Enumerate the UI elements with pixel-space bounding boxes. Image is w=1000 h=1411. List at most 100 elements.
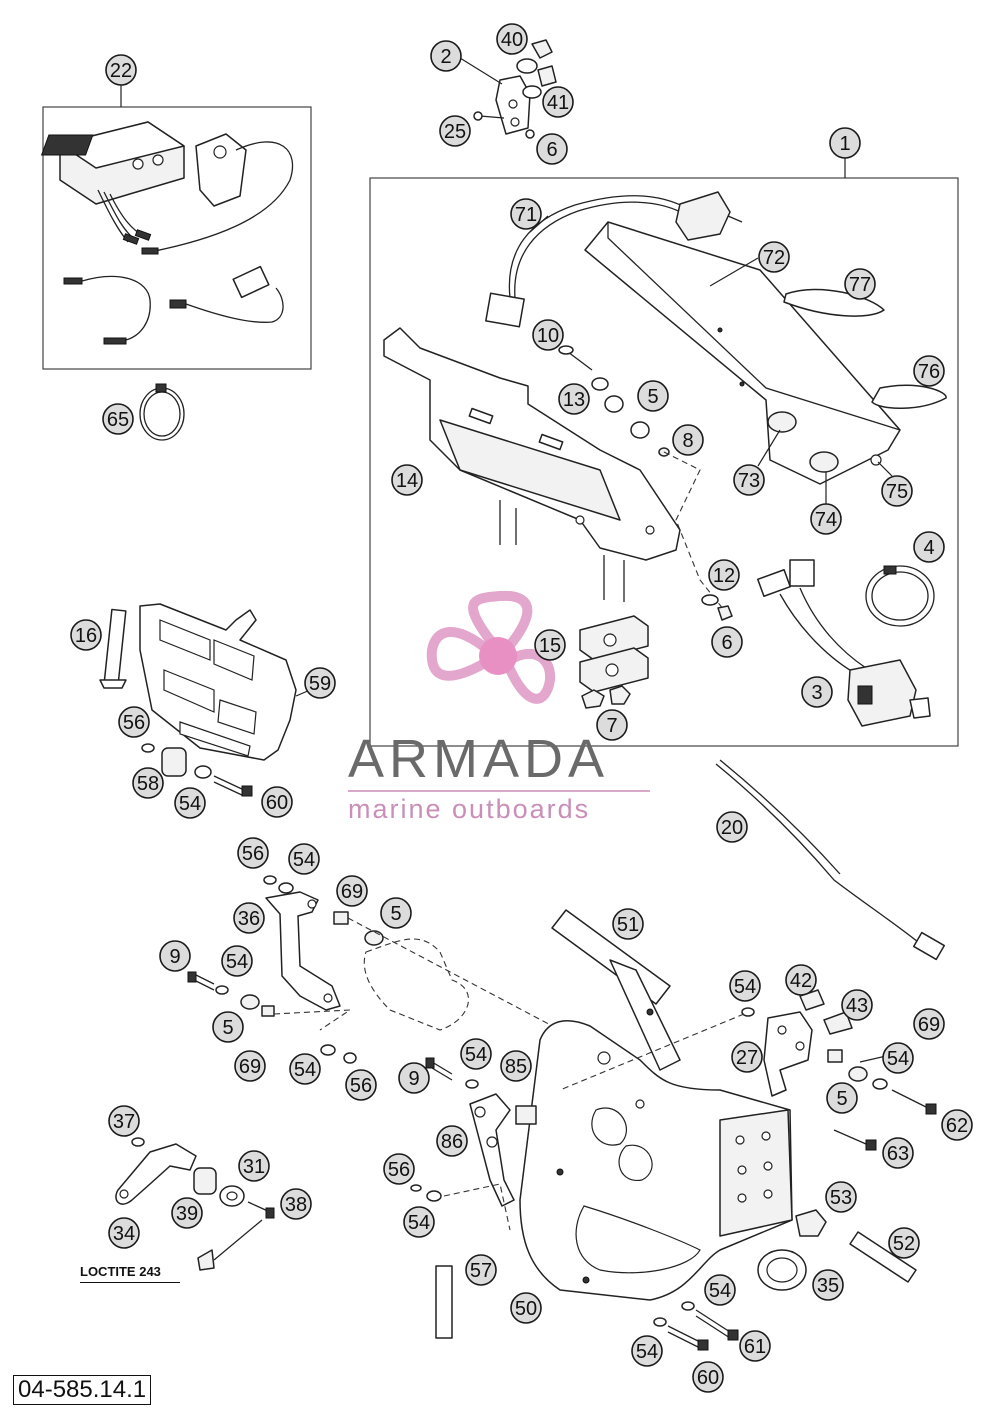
callout-69: 69 (336, 875, 368, 907)
nut-53 (795, 1209, 827, 1237)
callout-circle (510, 198, 542, 230)
callout-circle (280, 1188, 312, 1220)
callout-circle (844, 268, 876, 300)
callout-label: 74 (815, 509, 837, 531)
callout-circle (758, 241, 790, 273)
switch-harness-3 (757, 559, 931, 727)
callout-label: 54 (408, 1212, 430, 1234)
callout-label: 6 (721, 632, 732, 654)
callout-9: 9 (159, 940, 191, 972)
cable-20 (715, 759, 946, 961)
brand-name: ARMADA (348, 729, 610, 789)
callout-13: 13 (558, 383, 590, 415)
callout-label: 2 (440, 46, 451, 68)
callout-circle (108, 1105, 140, 1137)
callout-circle (436, 1125, 468, 1157)
callout-circle (729, 970, 761, 1002)
callout-circle (558, 383, 590, 415)
callout-label: 59 (309, 673, 331, 695)
callout-50: 50 (510, 1292, 542, 1324)
callout-54: 54 (882, 1042, 914, 1074)
washer-54c (426, 1190, 442, 1202)
callout-5: 5 (380, 897, 412, 929)
callout-label: 60 (266, 792, 288, 814)
callout-circle (708, 559, 740, 591)
callout-circle (261, 786, 293, 818)
callout-35: 35 (812, 1269, 844, 1301)
callout-label: 76 (918, 361, 940, 383)
callout-circle (500, 1050, 532, 1082)
callout-label: 36 (238, 908, 260, 930)
spacer-69a (333, 911, 349, 925)
callout-circle (304, 667, 336, 699)
callout-7: 7 (596, 709, 628, 741)
callout-circle (233, 902, 265, 934)
callout-16: 16 (70, 619, 102, 651)
callout-circle (631, 1335, 663, 1367)
callout-69: 69 (913, 1008, 945, 1040)
callout-label: 71 (515, 204, 537, 226)
nut-6 (717, 605, 733, 621)
bolt-52 (849, 1231, 917, 1283)
wiring-harness-71 (485, 191, 743, 328)
callout-77: 77 (844, 268, 876, 300)
assembly-frame-1 (369, 177, 959, 747)
callout-circle (105, 54, 137, 86)
callout-label: 41 (547, 92, 569, 114)
callout-54: 54 (631, 1335, 663, 1367)
callout-label: 54 (709, 1280, 731, 1302)
callout-71: 71 (510, 198, 542, 230)
callout-label: 54 (293, 849, 315, 871)
callout-label: 75 (886, 481, 908, 503)
callout-label: 72 (763, 247, 785, 269)
plate-27 (741, 989, 937, 1151)
callout-5: 5 (826, 1082, 858, 1114)
callout-circle (403, 1206, 435, 1238)
callout-circle (637, 380, 669, 412)
callout-label: 77 (849, 274, 871, 296)
callout-circle (882, 1137, 914, 1169)
pin-57 (435, 1265, 453, 1339)
brand-tagline: marine outboards (348, 794, 591, 824)
clamp-blocks-15 (579, 615, 649, 693)
callout-circle (534, 629, 566, 661)
callout-circle (810, 503, 842, 535)
plate-hardware (141, 743, 253, 797)
callout-circle (430, 40, 462, 72)
callout-label: 20 (721, 817, 743, 839)
callout-5: 5 (212, 1011, 244, 1043)
callout-42: 42 (785, 964, 817, 996)
callout-label: 60 (697, 1367, 719, 1389)
callout-circle (542, 86, 574, 118)
callout-circle (171, 1197, 203, 1229)
callout-label: 27 (736, 1047, 758, 1069)
callout-label: 31 (243, 1156, 265, 1178)
callout-56: 56 (345, 1069, 377, 1101)
callout-8: 8 (672, 424, 704, 456)
callout-circle (102, 403, 134, 435)
callout-22: 22 (105, 54, 137, 86)
sticker-77 (783, 288, 885, 317)
callout-54: 54 (460, 1038, 492, 1070)
callout-label: 56 (350, 1075, 372, 1097)
callout-circle (288, 843, 320, 875)
nut-7a (581, 689, 605, 709)
callout-label: 86 (441, 1131, 463, 1153)
callout-14: 14 (391, 464, 423, 496)
callout-56: 56 (237, 837, 269, 869)
bracket-36 (265, 891, 341, 1011)
callout-label: 42 (790, 970, 812, 992)
callout-86: 86 (436, 1125, 468, 1157)
callout-label: 7 (606, 715, 617, 737)
callout-circle (612, 908, 644, 940)
callout-circle (221, 945, 253, 977)
callout-4: 4 (913, 531, 945, 563)
callout-circle (174, 787, 206, 819)
callout-52: 52 (888, 1227, 920, 1259)
callout-circle (289, 1053, 321, 1085)
callout-74: 74 (810, 503, 842, 535)
callout-label: 9 (408, 1068, 419, 1090)
callout-72: 72 (758, 241, 790, 273)
callout-60: 60 (692, 1361, 724, 1393)
callout-label: 6 (546, 139, 557, 161)
